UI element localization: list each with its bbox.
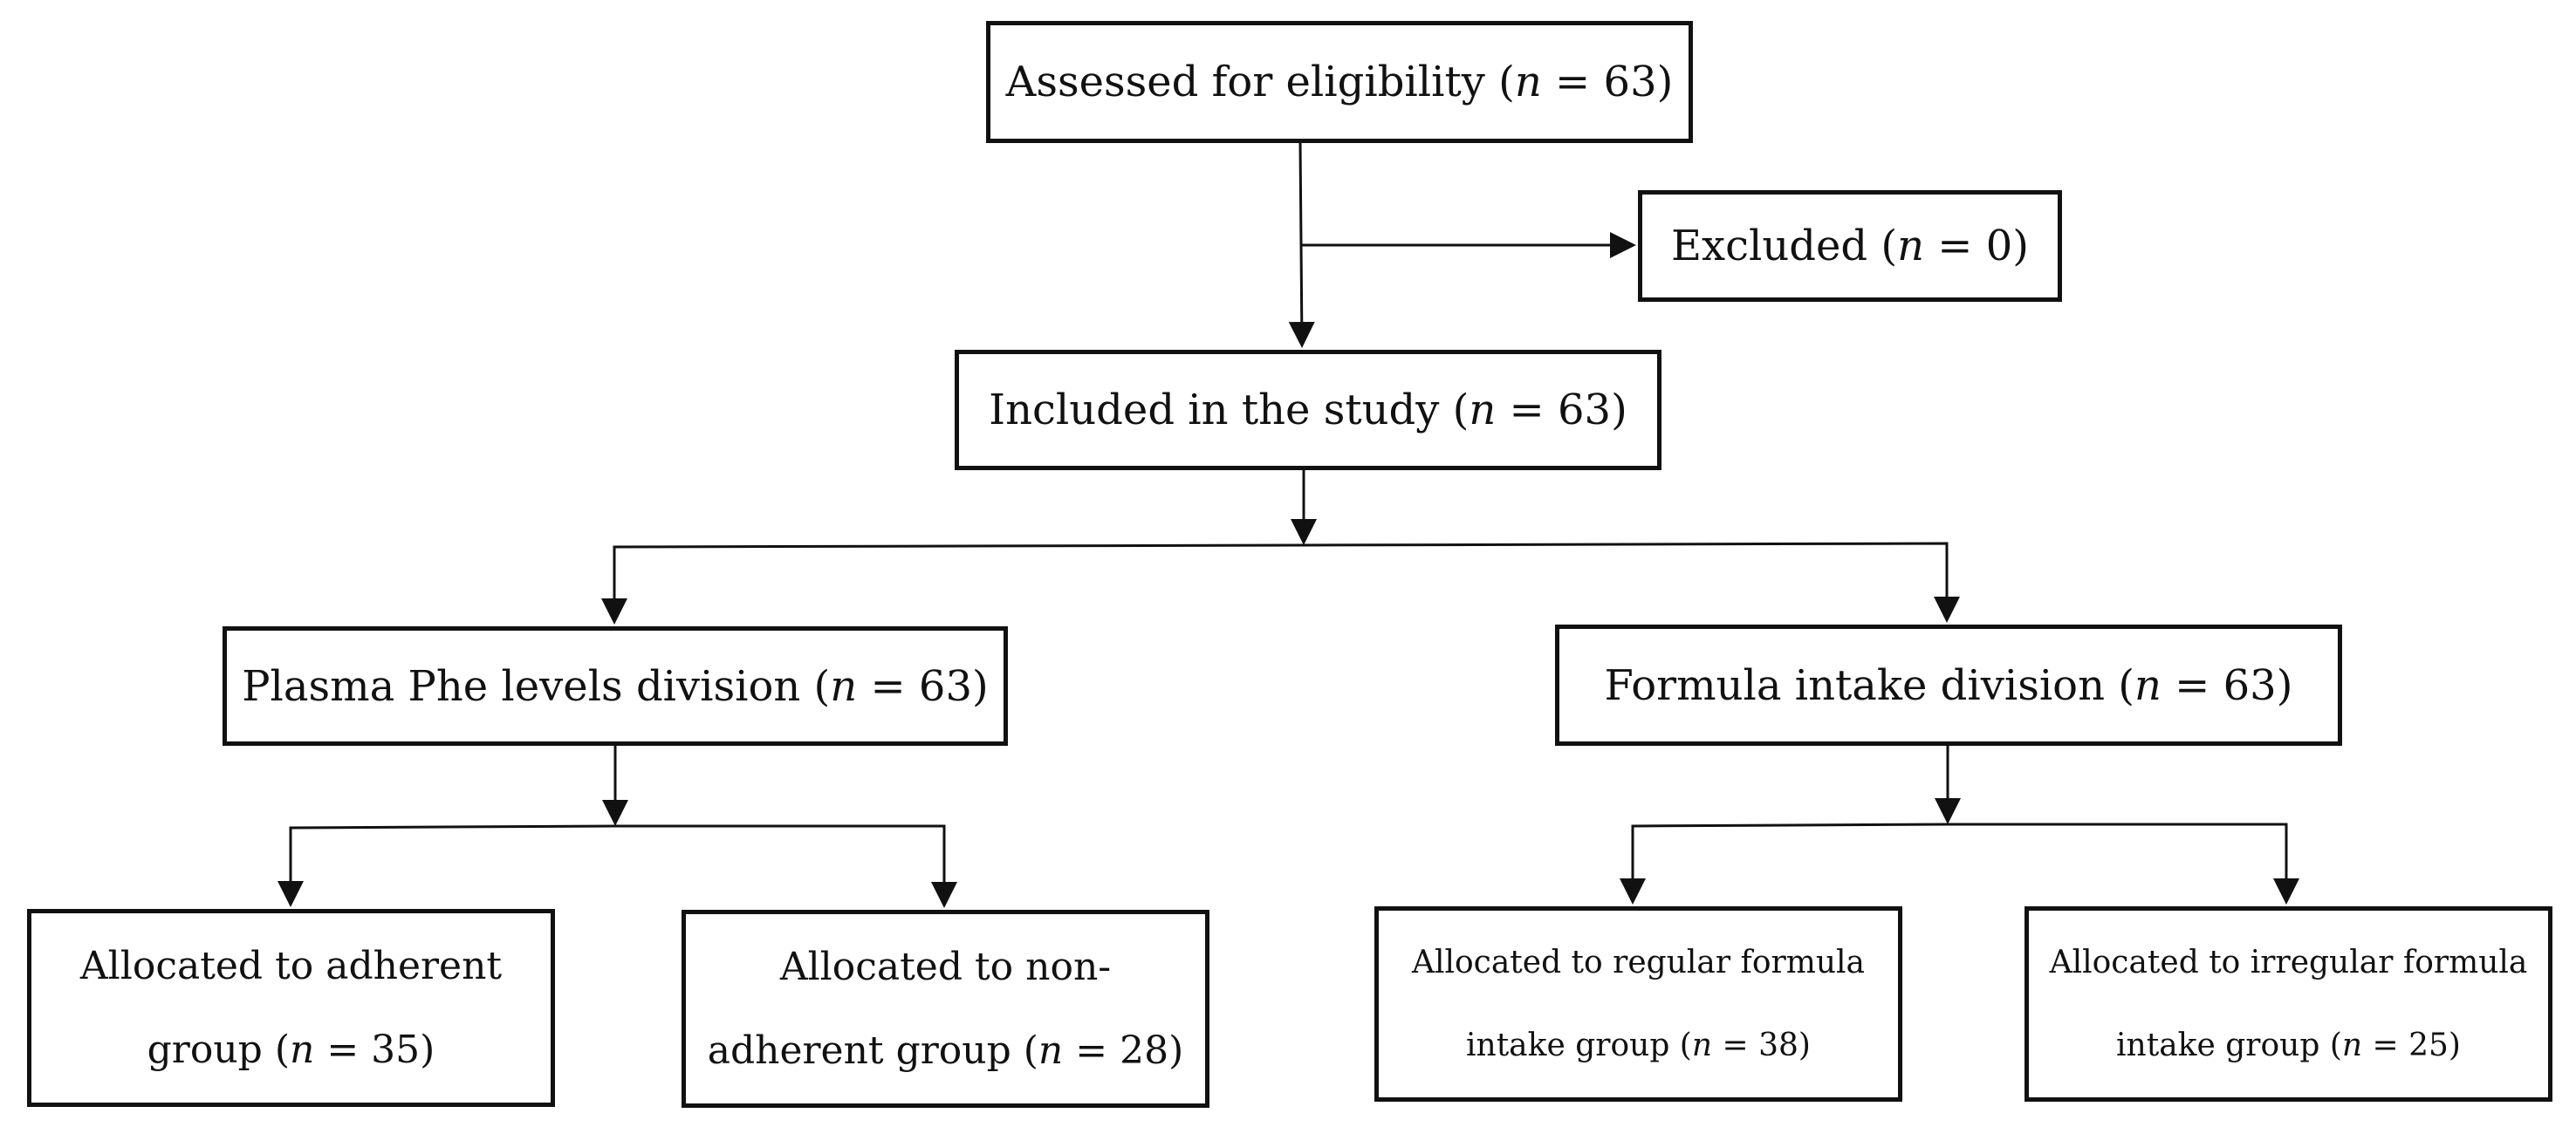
connector-split-to-adherent	[277, 824, 616, 907]
adherent-group-box: Allocated to adherent group (n = 35)	[27, 909, 555, 1107]
plasma-phe-division-box: Plasma Phe levels division (n = 63)	[223, 626, 1008, 746]
non-adherent-group-label: Allocated to non- adherent group (n = 28…	[708, 926, 1184, 1093]
regular-line-2: intake group (n = 38)	[1466, 1028, 1811, 1063]
non-adherent-group-box: Allocated to non- adherent group (n = 28…	[682, 910, 1209, 1108]
connector-split-to-irregular	[1948, 823, 2299, 905]
assessed-for-eligibility-box: Assessed for eligibility (n = 63)	[986, 21, 1693, 143]
adherent-line-2: group (n = 35)	[147, 1027, 435, 1072]
irregular-line-2: intake group (n = 25)	[2116, 1028, 2461, 1063]
connector-split-to-regular	[1620, 823, 1949, 905]
adherent-group-label: Allocated to adherent group (n = 35)	[80, 925, 502, 1092]
excluded-label: Excluded (n = 0)	[1670, 222, 2030, 270]
adherent-line-1: Allocated to adherent	[79, 943, 503, 988]
regular-formula-group-label: Allocated to regular formula intake grou…	[1412, 921, 1865, 1087]
irregular-formula-group-label: Allocated to irregular formula intake gr…	[2050, 921, 2528, 1087]
non-adherent-line-2: adherent group (n = 28)	[707, 1028, 1184, 1073]
connector-split-to-formula	[1303, 542, 1960, 623]
formula-intake-division-box: Formula intake division (n = 63)	[1555, 625, 2342, 746]
included-in-study-box: Included in the study (n = 63)	[955, 350, 1661, 470]
plasma-phe-division-label: Plasma Phe levels division (n = 63)	[242, 661, 989, 711]
connector-split-to-non-adherent	[615, 824, 957, 908]
included-in-study-label: Included in the study (n = 63)	[989, 386, 1627, 434]
connector-split-to-plasma	[601, 543, 1305, 625]
assessed-for-eligibility-label: Assessed for eligibility (n = 63)	[1005, 58, 1674, 106]
irregular-formula-group-box: Allocated to irregular formula intake gr…	[2024, 906, 2552, 1102]
non-adherent-line-1: Allocated to non-	[779, 944, 1112, 989]
regular-line-1: Allocated to regular formula	[1411, 945, 1866, 980]
regular-formula-group-box: Allocated to regular formula intake grou…	[1374, 906, 1902, 1102]
irregular-line-1: Allocated to irregular formula	[2049, 945, 2528, 980]
excluded-box: Excluded (n = 0)	[1638, 190, 2062, 302]
formula-intake-division-label: Formula intake division (n = 63)	[1604, 660, 2293, 710]
